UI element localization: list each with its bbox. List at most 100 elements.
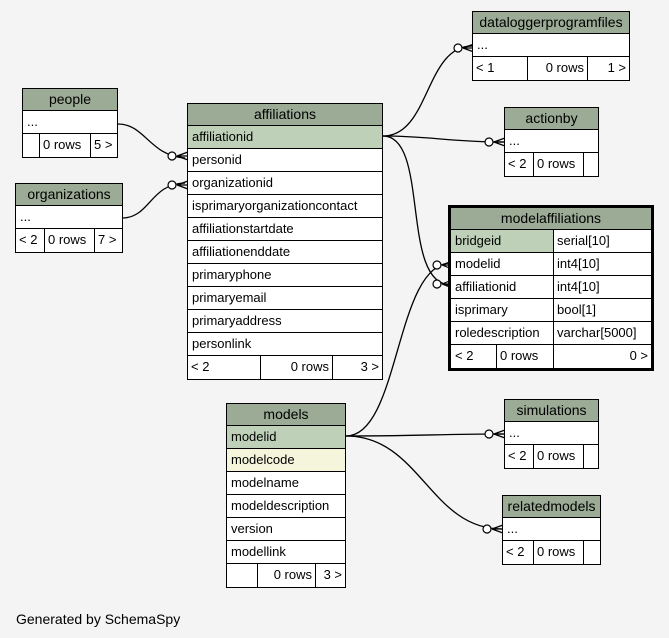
- column-personid[interactable]: personid: [188, 149, 382, 172]
- crowfoot-simulations: [484, 429, 494, 439]
- column-type: int4[10]: [553, 276, 651, 298]
- table-title[interactable]: affiliations: [188, 104, 382, 126]
- column-modeldescription[interactable]: modeldescription: [227, 495, 345, 518]
- table-title[interactable]: actionby: [505, 108, 598, 130]
- parents-count[interactable]: < 1: [476, 60, 495, 75]
- children-count[interactable]: 7 >: [94, 229, 122, 252]
- ellipsis-row: ...: [16, 206, 122, 229]
- column-primaryaddress[interactable]: primaryaddress: [188, 310, 382, 333]
- table-organizations[interactable]: organizations ... < 2 0 rows 7 >: [15, 183, 123, 253]
- column-version[interactable]: version: [227, 518, 345, 541]
- children-count[interactable]: 3 >: [315, 564, 345, 587]
- table-modelaffiliations[interactable]: modelaffiliations bridgeid serial[10] mo…: [448, 205, 654, 371]
- table-footer: 0 rows 5 >: [23, 134, 117, 157]
- row-count: 0 rows: [44, 229, 94, 252]
- row-count: 0 rows: [527, 57, 587, 80]
- edge-models-relatedmodels: [345, 435, 503, 530]
- ellipsis-row: ...: [473, 34, 629, 57]
- row-count: 0 rows: [533, 153, 583, 176]
- table-title[interactable]: simulations: [505, 400, 598, 422]
- ellipsis-row: ...: [505, 422, 598, 445]
- table-relatedmodels[interactable]: relatedmodels ... < 2 0 rows: [502, 495, 601, 565]
- row-count: 0 rows: [257, 564, 315, 587]
- column-affiliationstartdate[interactable]: affiliationstartdate: [188, 218, 382, 241]
- children-count[interactable]: [583, 153, 598, 176]
- children-count[interactable]: [583, 541, 600, 564]
- parents-count[interactable]: < 2: [508, 448, 527, 463]
- row-count: 0 rows: [533, 541, 583, 564]
- crowfoot-ma-affiliationid: [432, 279, 442, 289]
- column-name: affiliationid: [455, 279, 517, 294]
- generated-by-caption: Generated by SchemaSpy: [16, 611, 181, 627]
- column-modelid[interactable]: modelid int4[10]: [451, 253, 651, 276]
- column-modelid[interactable]: modelid: [227, 426, 345, 449]
- column-type: int4[10]: [553, 253, 651, 275]
- column-modelname[interactable]: modelname: [227, 472, 345, 495]
- crowfoot-relatedmodels: [482, 524, 492, 534]
- table-actionby[interactable]: actionby ... < 2 0 rows: [504, 107, 599, 177]
- children-count[interactable]: 3 >: [332, 356, 382, 379]
- edge-models-simulations: [345, 433, 505, 437]
- column-bridgeid[interactable]: bridgeid serial[10]: [451, 230, 651, 253]
- table-affiliations[interactable]: affiliations affiliationid personid orga…: [187, 103, 383, 380]
- parents-count[interactable]: < 2: [19, 232, 38, 247]
- column-type: bool[1]: [553, 299, 651, 321]
- parents-count[interactable]: [227, 564, 257, 587]
- crowfoot-dataloggerprogramfiles: [453, 43, 463, 53]
- parents-count[interactable]: < 2: [506, 544, 525, 559]
- column-roledescription[interactable]: roledescription varchar[5000]: [451, 322, 651, 345]
- table-footer: < 2 0 rows 3 >: [188, 356, 382, 379]
- column-name: bridgeid: [455, 233, 502, 248]
- parents-count[interactable]: < 2: [455, 348, 474, 363]
- table-title[interactable]: organizations: [16, 184, 122, 206]
- table-people[interactable]: people ... 0 rows 5 >: [22, 88, 118, 158]
- crowfoot-ma-modelid: [432, 260, 442, 270]
- parents-count[interactable]: [23, 134, 39, 157]
- column-name: isprimary: [455, 302, 508, 317]
- row-count: 0 rows: [39, 134, 90, 157]
- table-title[interactable]: people: [23, 89, 117, 111]
- column-organizationid[interactable]: organizationid: [188, 172, 382, 195]
- parents-count[interactable]: < 2: [191, 359, 210, 374]
- column-isprimaryorganizationcontact[interactable]: isprimaryorganizationcontact: [188, 195, 382, 218]
- column-type: serial[10]: [553, 230, 651, 252]
- table-models[interactable]: models modelid modelcode modelname model…: [226, 403, 346, 588]
- table-title[interactable]: dataloggerprogramfiles: [473, 12, 629, 34]
- column-type: varchar[5000]: [553, 322, 651, 344]
- table-footer: < 2 0 rows: [503, 541, 600, 564]
- parents-count[interactable]: < 2: [508, 156, 527, 171]
- table-footer: < 2 0 rows 0 >: [451, 345, 651, 368]
- table-dataloggerprogramfiles[interactable]: dataloggerprogramfiles ... < 1 0 rows 1 …: [472, 11, 630, 81]
- column-primaryemail[interactable]: primaryemail: [188, 287, 382, 310]
- children-count[interactable]: 1 >: [587, 57, 629, 80]
- column-isprimary[interactable]: isprimary bool[1]: [451, 299, 651, 322]
- table-title[interactable]: relatedmodels: [503, 496, 600, 518]
- crowfoot-personid: [167, 151, 177, 161]
- row-count: 0 rows: [533, 445, 583, 468]
- ellipsis-row: ...: [23, 111, 117, 134]
- children-count[interactable]: 5 >: [90, 134, 117, 157]
- table-footer: < 2 0 rows 7 >: [16, 229, 122, 252]
- table-title[interactable]: models: [227, 404, 345, 426]
- table-footer: 0 rows 3 >: [227, 564, 345, 587]
- edge-organizations-affiliations: [121, 182, 186, 219]
- column-affiliationid[interactable]: affiliationid int4[10]: [451, 276, 651, 299]
- ellipsis-row: ...: [503, 518, 600, 541]
- crowfoot-organizationid: [167, 180, 177, 190]
- children-count[interactable]: 0 >: [553, 345, 651, 368]
- column-personlink[interactable]: personlink: [188, 333, 382, 356]
- children-count[interactable]: [583, 445, 598, 468]
- column-modellink[interactable]: modellink: [227, 541, 345, 564]
- edge-affiliations-modelaffiliations: [382, 135, 452, 286]
- table-title[interactable]: modelaffiliations: [451, 208, 651, 230]
- column-modelcode[interactable]: modelcode: [227, 449, 345, 472]
- column-affiliationenddate[interactable]: affiliationenddate: [188, 241, 382, 264]
- column-affiliationid[interactable]: affiliationid: [188, 126, 382, 149]
- table-footer: < 2 0 rows: [505, 445, 598, 468]
- table-simulations[interactable]: simulations ... < 2 0 rows: [504, 399, 599, 469]
- table-footer: < 2 0 rows: [505, 153, 598, 176]
- edge-affiliations-dataloggerprogramfiles: [382, 45, 473, 137]
- column-primaryphone[interactable]: primaryphone: [188, 264, 382, 287]
- edge-models-modelaffiliations: [345, 262, 452, 437]
